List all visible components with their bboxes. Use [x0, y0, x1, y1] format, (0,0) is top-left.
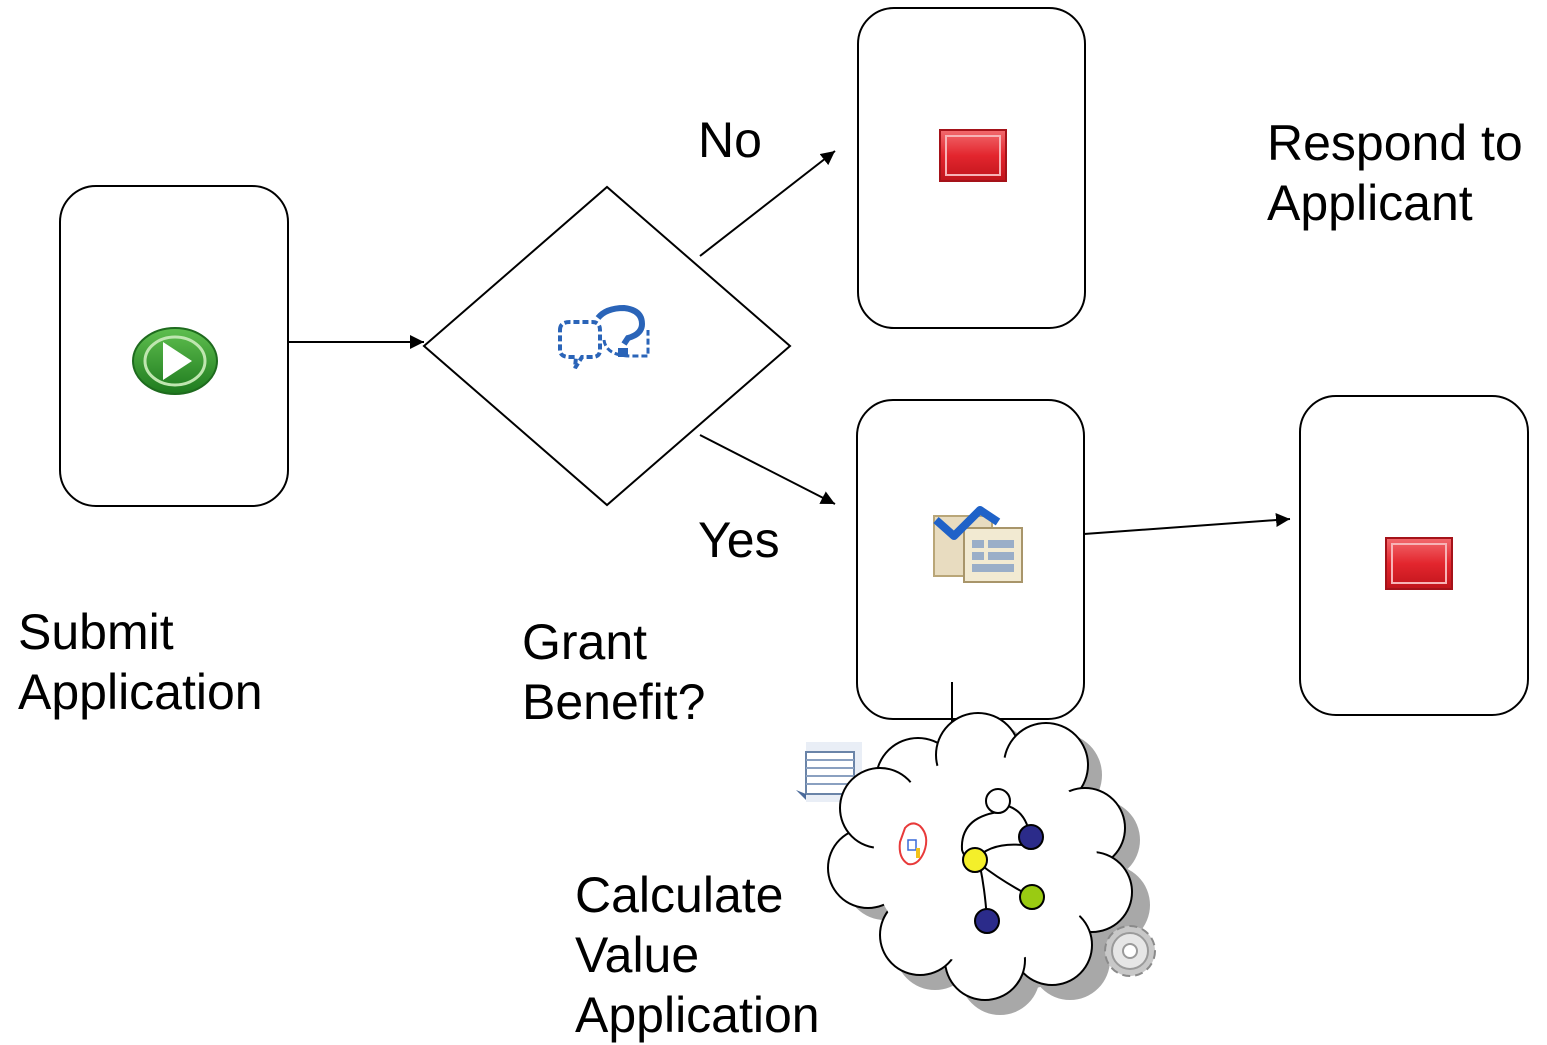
respond-label-line2: Applicant: [1267, 175, 1473, 231]
respond-label: Respond to Applicant: [1267, 113, 1523, 233]
yes-label: Yes: [698, 512, 780, 568]
flow-yes: [699, 434, 836, 505]
calculate-label-line3: Application: [575, 987, 820, 1043]
decision-diamond[interactable]: [422, 185, 792, 507]
grant-benefit-label: Grant Benefit?: [522, 612, 705, 732]
stop-icon-grant: [1385, 537, 1453, 590]
calculate-label: Calculate Value Application: [575, 865, 820, 1045]
flow-grant-to-end: [1083, 513, 1291, 535]
question-icon: [558, 304, 650, 370]
gear-icon: [1104, 925, 1156, 977]
stop-icon-reject: [939, 129, 1007, 182]
graph-node: [1019, 884, 1045, 910]
no-label: No: [698, 112, 762, 168]
calculate-label-line1: Calculate: [575, 867, 784, 923]
head-icon: [898, 822, 928, 866]
graph-network: [960, 788, 1045, 934]
respond-label-line1: Respond to: [1267, 115, 1523, 171]
graph-node: [962, 847, 988, 873]
graph-node: [985, 788, 1011, 814]
calculate-label-line2: Value: [575, 927, 700, 983]
graph-node: [974, 908, 1000, 934]
submit-label-line1: Submit: [18, 604, 174, 660]
grant-label-line1: Grant: [522, 614, 648, 670]
grant-label-line2: Benefit?: [522, 674, 706, 730]
graph-node: [1018, 824, 1044, 850]
checklist-document-icon: [933, 506, 1023, 583]
submit-label-line2: Application: [18, 664, 263, 720]
play-icon: [132, 327, 218, 395]
flow-no: [699, 150, 836, 257]
submit-application-label: Submit Application: [18, 602, 263, 722]
